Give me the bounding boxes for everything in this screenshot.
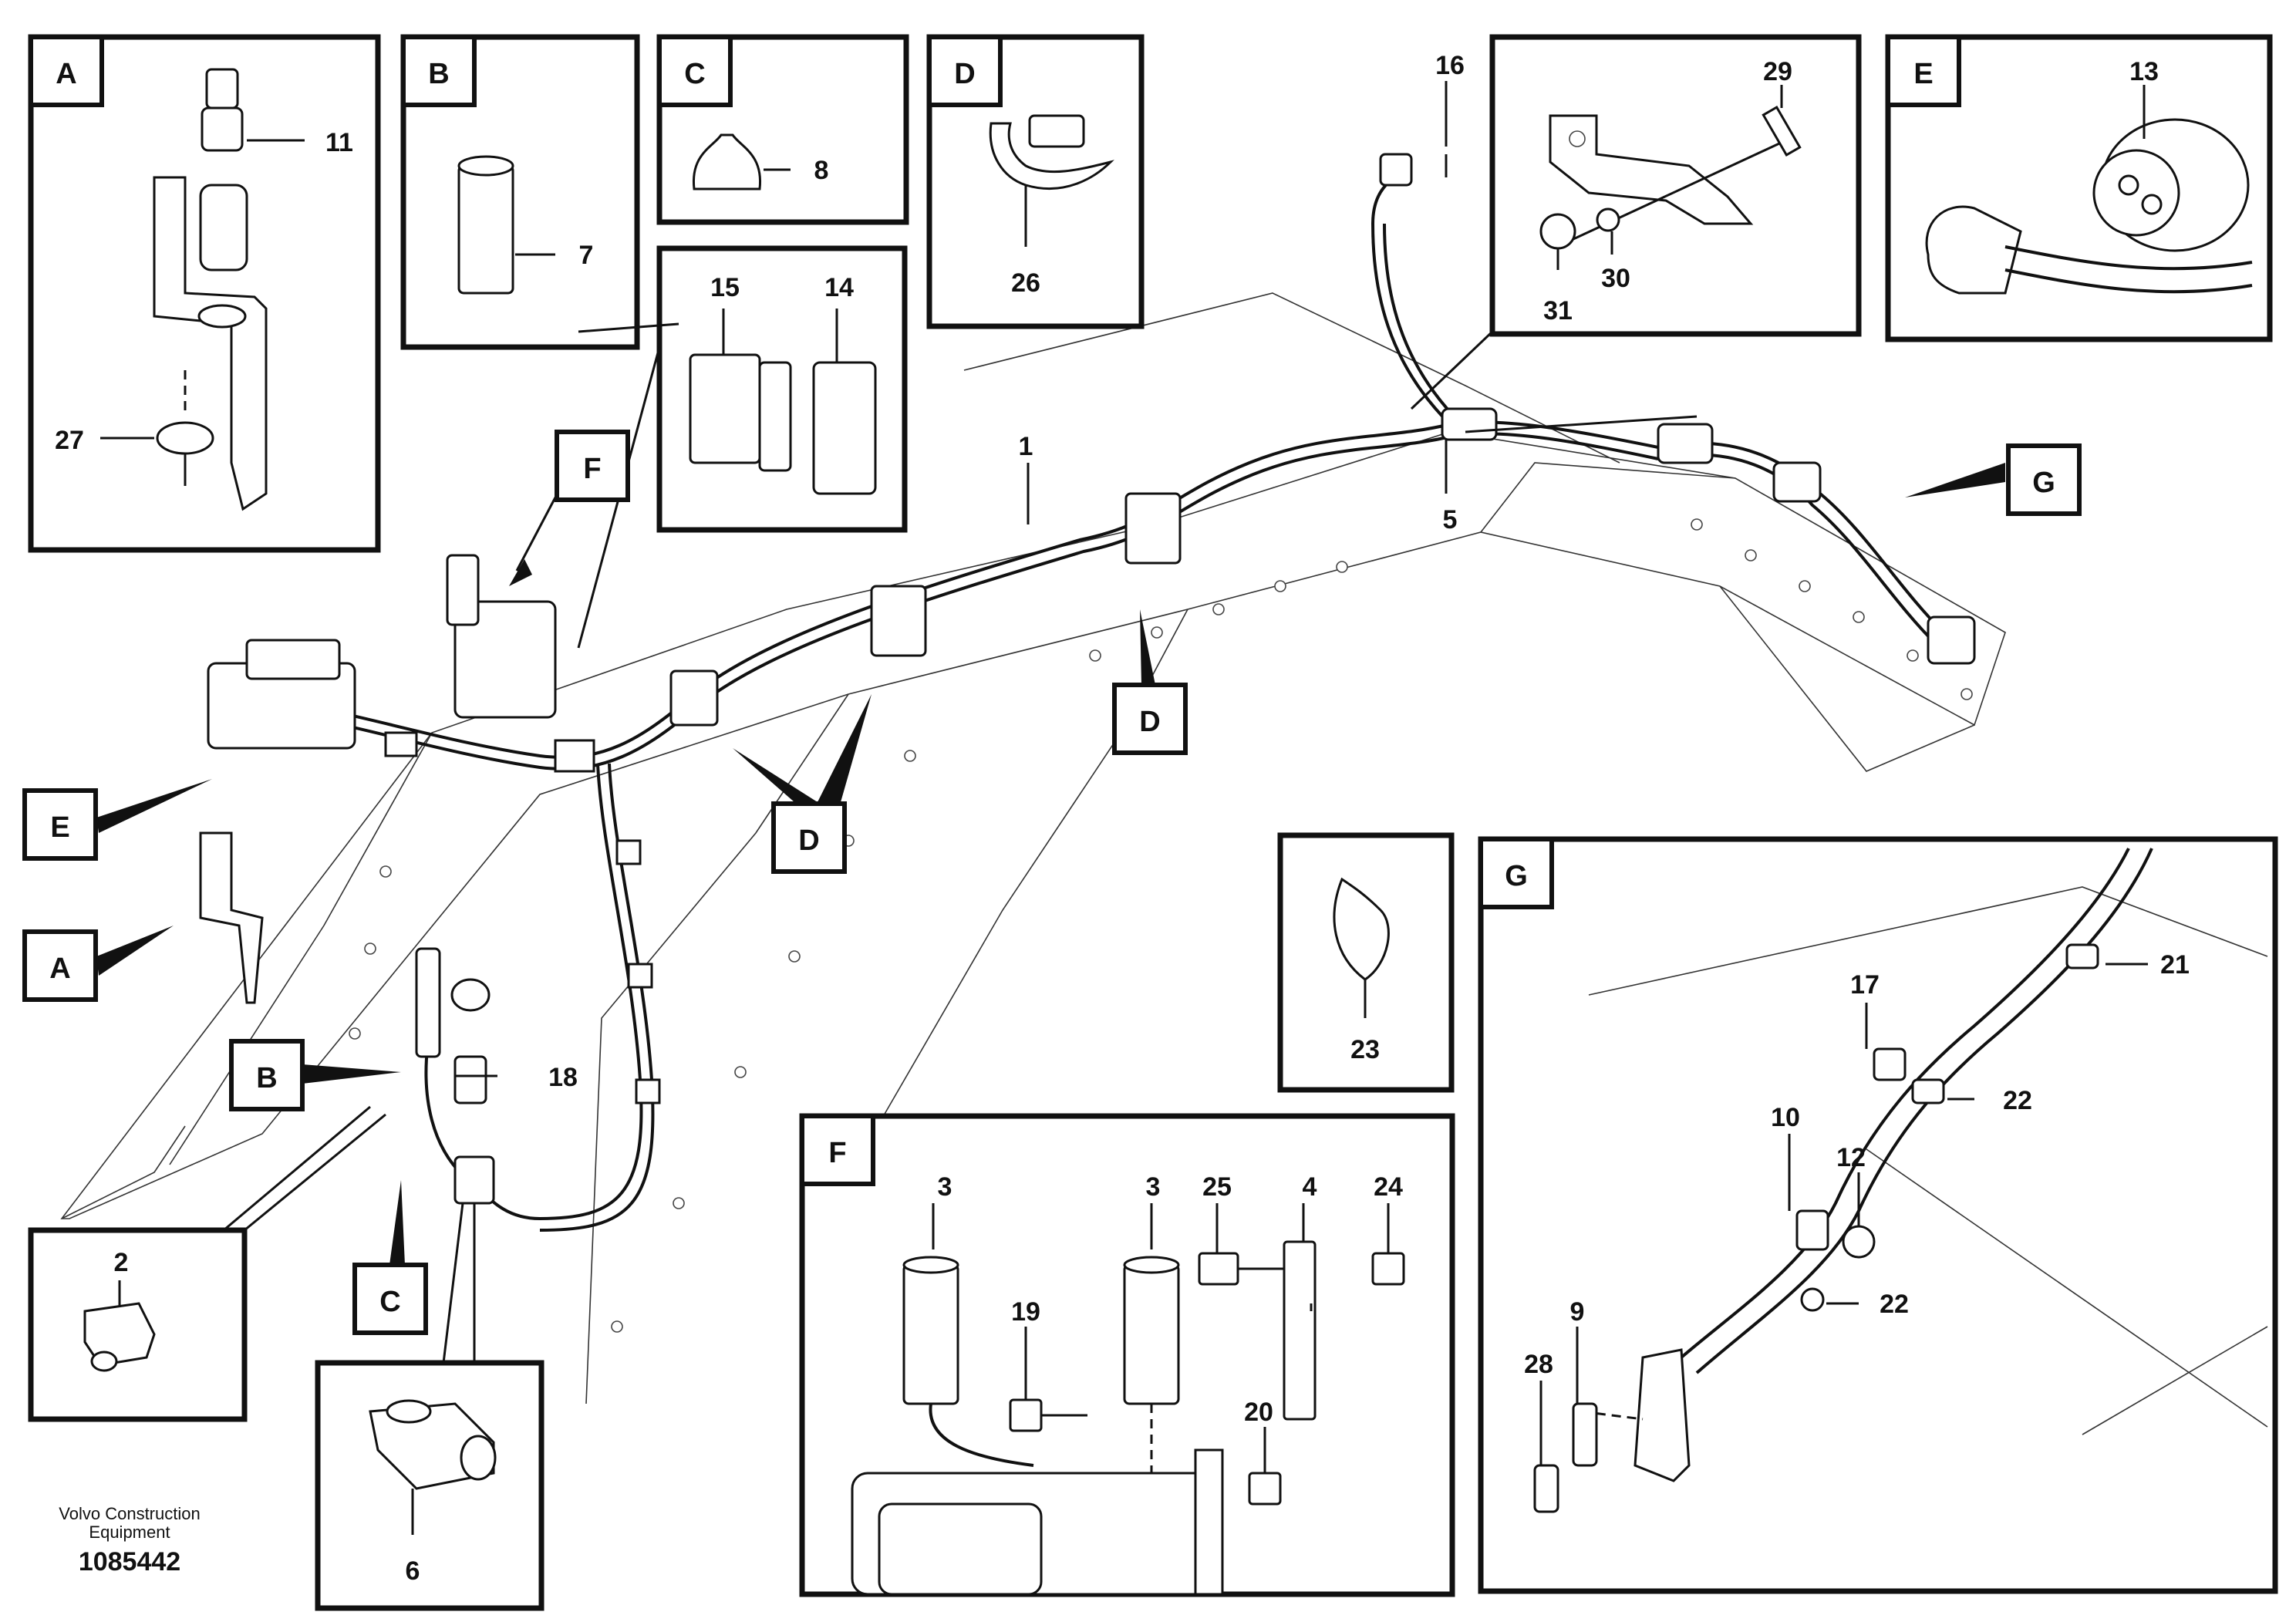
main-callouts: 1 16 5 18 <box>223 51 1698 1364</box>
callout-13: 13 <box>2129 57 2159 86</box>
callout-5: 5 <box>1443 505 1458 534</box>
detail-g-label: G <box>1505 860 1528 892</box>
callout-8: 8 <box>814 156 829 185</box>
view-d-label-center: D <box>798 824 819 857</box>
callout-30: 30 <box>1601 264 1630 293</box>
callout-3a: 3 <box>938 1172 952 1202</box>
callout-1: 1 <box>1019 432 1033 461</box>
callout-16: 16 <box>1435 51 1465 80</box>
drawing-number: 1085442 <box>79 1547 180 1576</box>
footer: Volvo Construction Equipment 1085442 <box>59 1504 200 1576</box>
callout-19: 19 <box>1011 1297 1040 1327</box>
callout-24: 24 <box>1374 1172 1403 1202</box>
detail-bracket-panel: 29 30 31 <box>1489 34 1862 337</box>
detail-tie-panel: 23 <box>1277 832 1455 1093</box>
publisher-line-2: Equipment <box>89 1523 170 1542</box>
callout-20: 20 <box>1244 1398 1273 1427</box>
detail-connector-panel: 15 14 <box>656 245 908 533</box>
callout-7: 7 <box>579 241 594 270</box>
detail-d-label: D <box>954 58 975 90</box>
callout-18: 18 <box>548 1063 578 1092</box>
main-harness <box>199 153 1976 1232</box>
callout-29: 29 <box>1763 57 1792 86</box>
view-c-label: C <box>379 1286 400 1318</box>
detail-b-panel: B 7 <box>400 34 640 350</box>
callout-3b: 3 <box>1146 1172 1161 1202</box>
callout-22b: 22 <box>1880 1290 1909 1319</box>
detail-b-label: B <box>428 58 449 90</box>
view-f-label: F <box>583 453 601 485</box>
callout-15: 15 <box>710 273 740 302</box>
callout-10: 10 <box>1771 1103 1800 1132</box>
callout-27: 27 <box>55 426 84 455</box>
callout-11: 11 <box>325 128 353 157</box>
callout-23: 23 <box>1350 1035 1380 1064</box>
callout-21: 21 <box>2160 950 2190 980</box>
detail-tee-panel: 6 <box>315 1360 544 1611</box>
detail-g-panel: G 21 17 22 10 12 22 9 28 <box>1478 836 2278 1594</box>
view-a-label: A <box>49 953 70 985</box>
detail-a-label: A <box>56 58 76 90</box>
publisher-line-1: Volvo Construction <box>59 1504 200 1523</box>
view-e-label: E <box>50 811 69 844</box>
detail-f-label: F <box>828 1137 846 1169</box>
view-d-label-right: D <box>1139 706 1160 738</box>
callout-6: 6 <box>406 1556 420 1586</box>
detail-c-panel: C 8 <box>656 34 909 225</box>
detail-d-panel: D 26 <box>926 34 1145 329</box>
detail-e-label: E <box>1913 58 1933 90</box>
view-b-label: B <box>256 1062 277 1094</box>
detail-clip-panel: 2 <box>28 1227 248 1422</box>
callout-4: 4 <box>1303 1172 1317 1202</box>
view-tags: F G E A B C D D <box>22 430 2082 1335</box>
callout-26: 26 <box>1011 268 1040 298</box>
callout-28: 28 <box>1524 1350 1553 1379</box>
detail-f-panel: F 3 3 25 4 24 19 20 <box>799 1113 1455 1597</box>
callout-9: 9 <box>1570 1297 1585 1327</box>
detail-c-label: C <box>684 58 705 90</box>
detail-a-panel: A 11 27 <box>28 34 381 553</box>
callout-12: 12 <box>1836 1143 1866 1172</box>
callout-14: 14 <box>824 273 854 302</box>
callout-17: 17 <box>1850 970 1880 1000</box>
callout-2: 2 <box>114 1248 129 1277</box>
view-g-label: G <box>2032 467 2055 499</box>
callout-25: 25 <box>1202 1172 1232 1202</box>
detail-e-panel: E 13 <box>1885 34 2273 342</box>
callout-22a: 22 <box>2003 1086 2032 1115</box>
callout-31: 31 <box>1543 296 1573 325</box>
